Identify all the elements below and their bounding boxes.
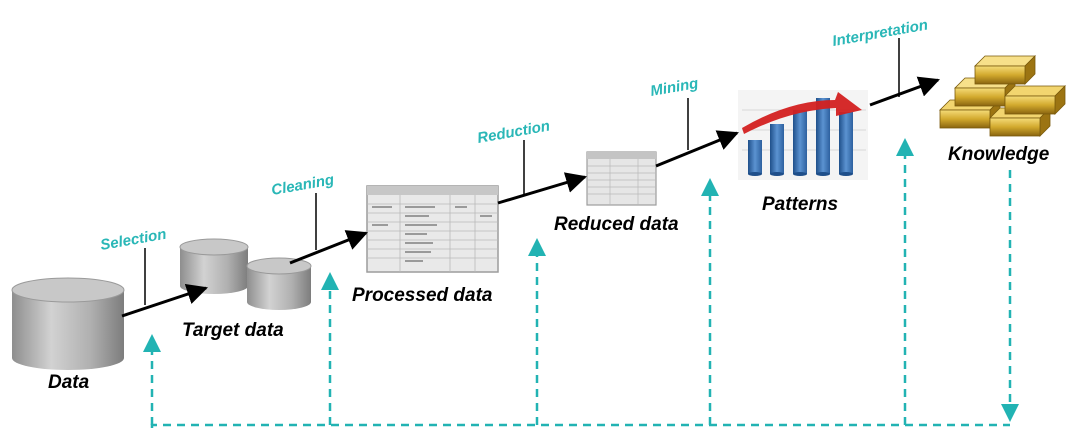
arrowhead-up-processed [528,238,546,256]
arrowhead-up-target [321,272,339,290]
bar-chart-icon [738,90,868,180]
arrowhead-up-data [143,334,161,352]
arrow-data-to-target [121,284,208,318]
arrowhead-up-reduced [701,178,719,196]
stage-label-target-data: Target data [182,320,284,341]
reduced-spreadsheet-icon [586,151,657,206]
stage-label-data: Data [48,372,90,393]
database-cylinder-icon [11,277,125,370]
stage-label-reduced-data: Reduced data [554,214,679,235]
stage-label-patterns: Patterns [762,194,839,215]
arrow-processed-to-reduced [497,172,588,205]
feedback-arrowheads [143,138,1019,422]
target-cylinder-icon-back [179,238,249,294]
arrowhead-down-knowledge [1001,404,1019,422]
feedback-loop [150,148,1012,428]
stage-label-knowledge: Knowledge [948,144,1050,165]
trend-arrow-icon [742,92,862,134]
arrow-target-to-processed [289,230,368,265]
target-cylinder-icon-front [246,257,312,310]
arrow-patterns-to-knowledge [869,76,940,107]
arrow-reduced-to-patterns [655,130,739,168]
step-connectors [144,38,900,305]
flow-arrows [121,76,940,318]
spreadsheet-icon [366,185,499,273]
stage-label-processed-data: Processed data [352,285,493,306]
arrowhead-up-patterns [896,138,914,156]
gold-bars-icon [939,55,1066,137]
